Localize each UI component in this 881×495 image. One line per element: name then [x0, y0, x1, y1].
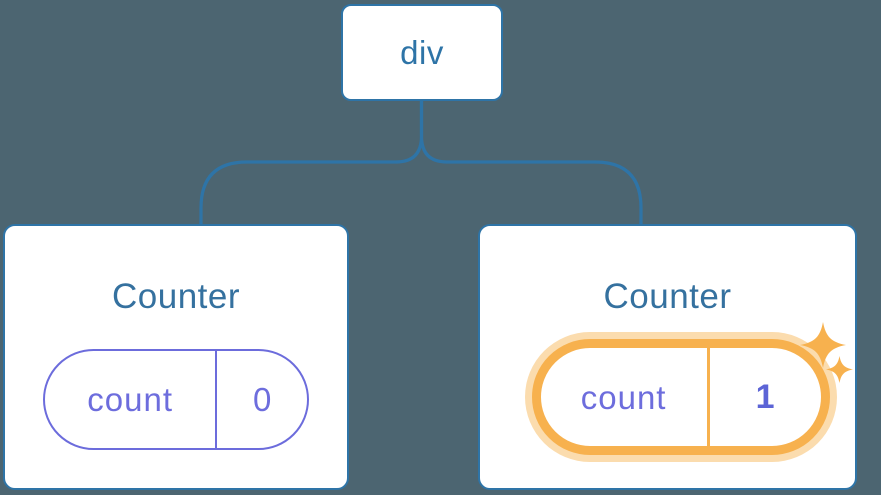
state-key-label: count	[87, 381, 174, 418]
state-value-cell: 1	[710, 348, 821, 446]
sparkle-icon-small	[826, 356, 853, 383]
root-node-label: div	[400, 34, 444, 71]
state-value: 0	[252, 381, 272, 418]
state-key-cell: count	[541, 348, 710, 446]
state-key-label: count	[580, 378, 667, 416]
state-pill-highlighted: count 1	[531, 339, 830, 455]
state-value: 1	[755, 378, 775, 416]
state-value-cell: 0	[217, 351, 307, 448]
branch-line-left	[199, 101, 424, 226]
state-key-cell: count	[45, 351, 218, 448]
branch-line-right	[419, 101, 643, 226]
state-pill: count 0	[43, 349, 309, 450]
component-title: Counter	[111, 277, 241, 316]
component-title: Counter	[603, 277, 732, 316]
counter-card-right: Counter count 1	[478, 224, 857, 490]
sparkle-icon-large	[800, 322, 846, 368]
counter-card-left: Counter count 0	[3, 224, 349, 490]
root-node-div: div	[341, 4, 503, 101]
